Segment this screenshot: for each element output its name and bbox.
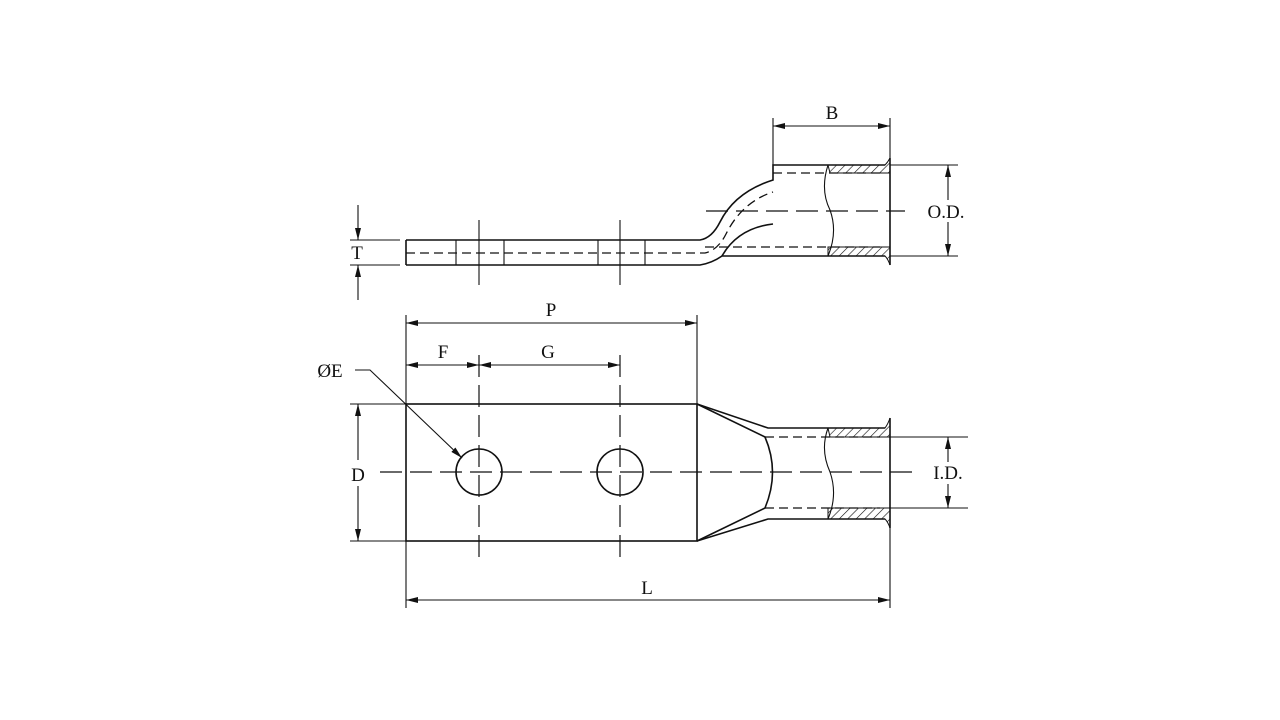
label-d: D [351,465,365,486]
label-id: I.D. [933,463,963,484]
label-e: ØE [317,361,342,382]
dimension-g: G [479,342,620,368]
label-g: G [541,342,555,363]
dimension-l: L [405,528,891,608]
dimension-t: T [350,205,400,300]
dimension-od: O.D. [890,164,965,257]
dimension-p: P [405,300,698,404]
side-view [405,157,905,285]
label-t: T [351,243,363,264]
label-od: O.D. [928,202,965,223]
dimension-f: F [406,342,479,368]
plan-view [380,355,912,562]
dimension-b: B [772,103,891,165]
label-b: B [826,103,839,124]
label-f: F [438,342,449,363]
label-l: L [641,578,653,599]
dimension-d: D [350,403,406,542]
dimension-id: I.D. [890,436,968,509]
label-p: P [546,300,557,321]
dimension-e: ØE [317,361,463,459]
